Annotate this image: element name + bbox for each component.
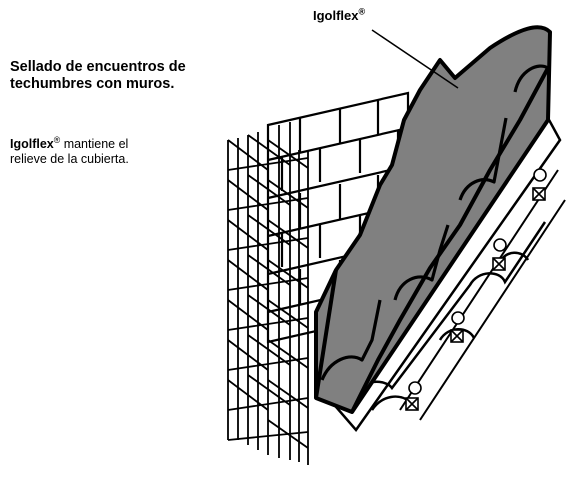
- description-text-1: mantiene el: [60, 137, 129, 151]
- title-line-1: Sellado de encuentros de: [10, 59, 186, 75]
- diagram-title: Sellado de encuentros de techumbres con …: [10, 59, 240, 93]
- description-text-2: relieve de la cubierta.: [10, 152, 129, 166]
- callout-leader-line: [371, 29, 459, 89]
- diagram-description: Igolflex® mantiene el relieve de la cubi…: [10, 134, 210, 167]
- callout-brand: Igolflex: [313, 8, 359, 23]
- callout-label: Igolflex®: [313, 6, 366, 23]
- title-line-2: techumbres con muros.: [10, 76, 175, 92]
- wall-framework: [227, 122, 309, 465]
- callout-reg-mark: ®: [358, 6, 366, 17]
- description-brand: Igolflex: [10, 137, 54, 151]
- roof-fixings: [405, 168, 547, 411]
- igolflex-membrane: [314, 25, 552, 414]
- description-reg-mark: ®: [53, 134, 61, 145]
